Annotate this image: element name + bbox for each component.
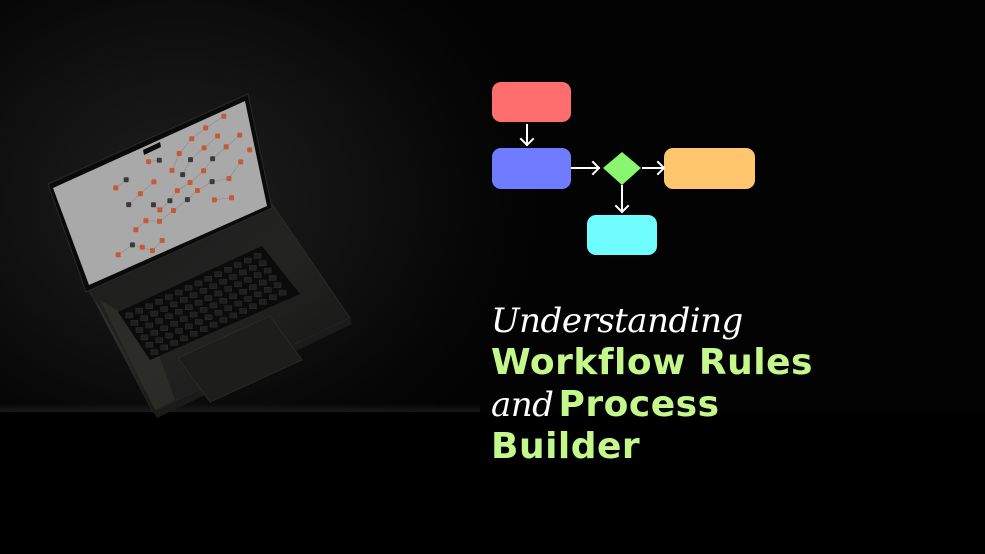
flow-node-outcome-right (664, 148, 755, 189)
floor-shadow (0, 412, 985, 554)
headline-line-understanding: Understanding (491, 301, 743, 341)
flow-node-outcome-down (587, 215, 657, 255)
arrow-right-icon (642, 160, 666, 176)
headline-line-workflow-rules: Workflow Rules (491, 342, 813, 383)
flow-decision-diamond (603, 152, 641, 185)
flow-node-start (492, 82, 571, 122)
arrow-right-icon (571, 160, 601, 176)
trackpad (177, 315, 303, 403)
headline-word-and: and (491, 385, 554, 425)
laptop-screen (47, 93, 273, 293)
headline-line-builder: Builder (491, 426, 641, 467)
camera-notch (143, 142, 161, 155)
headline-line-and-process: and Process (491, 384, 951, 426)
flow-node-process (492, 148, 571, 189)
keyboard-keys (125, 253, 287, 355)
screen-workflow-diagram (113, 113, 253, 258)
arrow-down-icon (519, 124, 535, 147)
headline: Understanding Workflow Rules and Process… (491, 300, 951, 468)
arrow-down-icon (614, 185, 630, 214)
headline-word-process: Process (558, 384, 720, 425)
